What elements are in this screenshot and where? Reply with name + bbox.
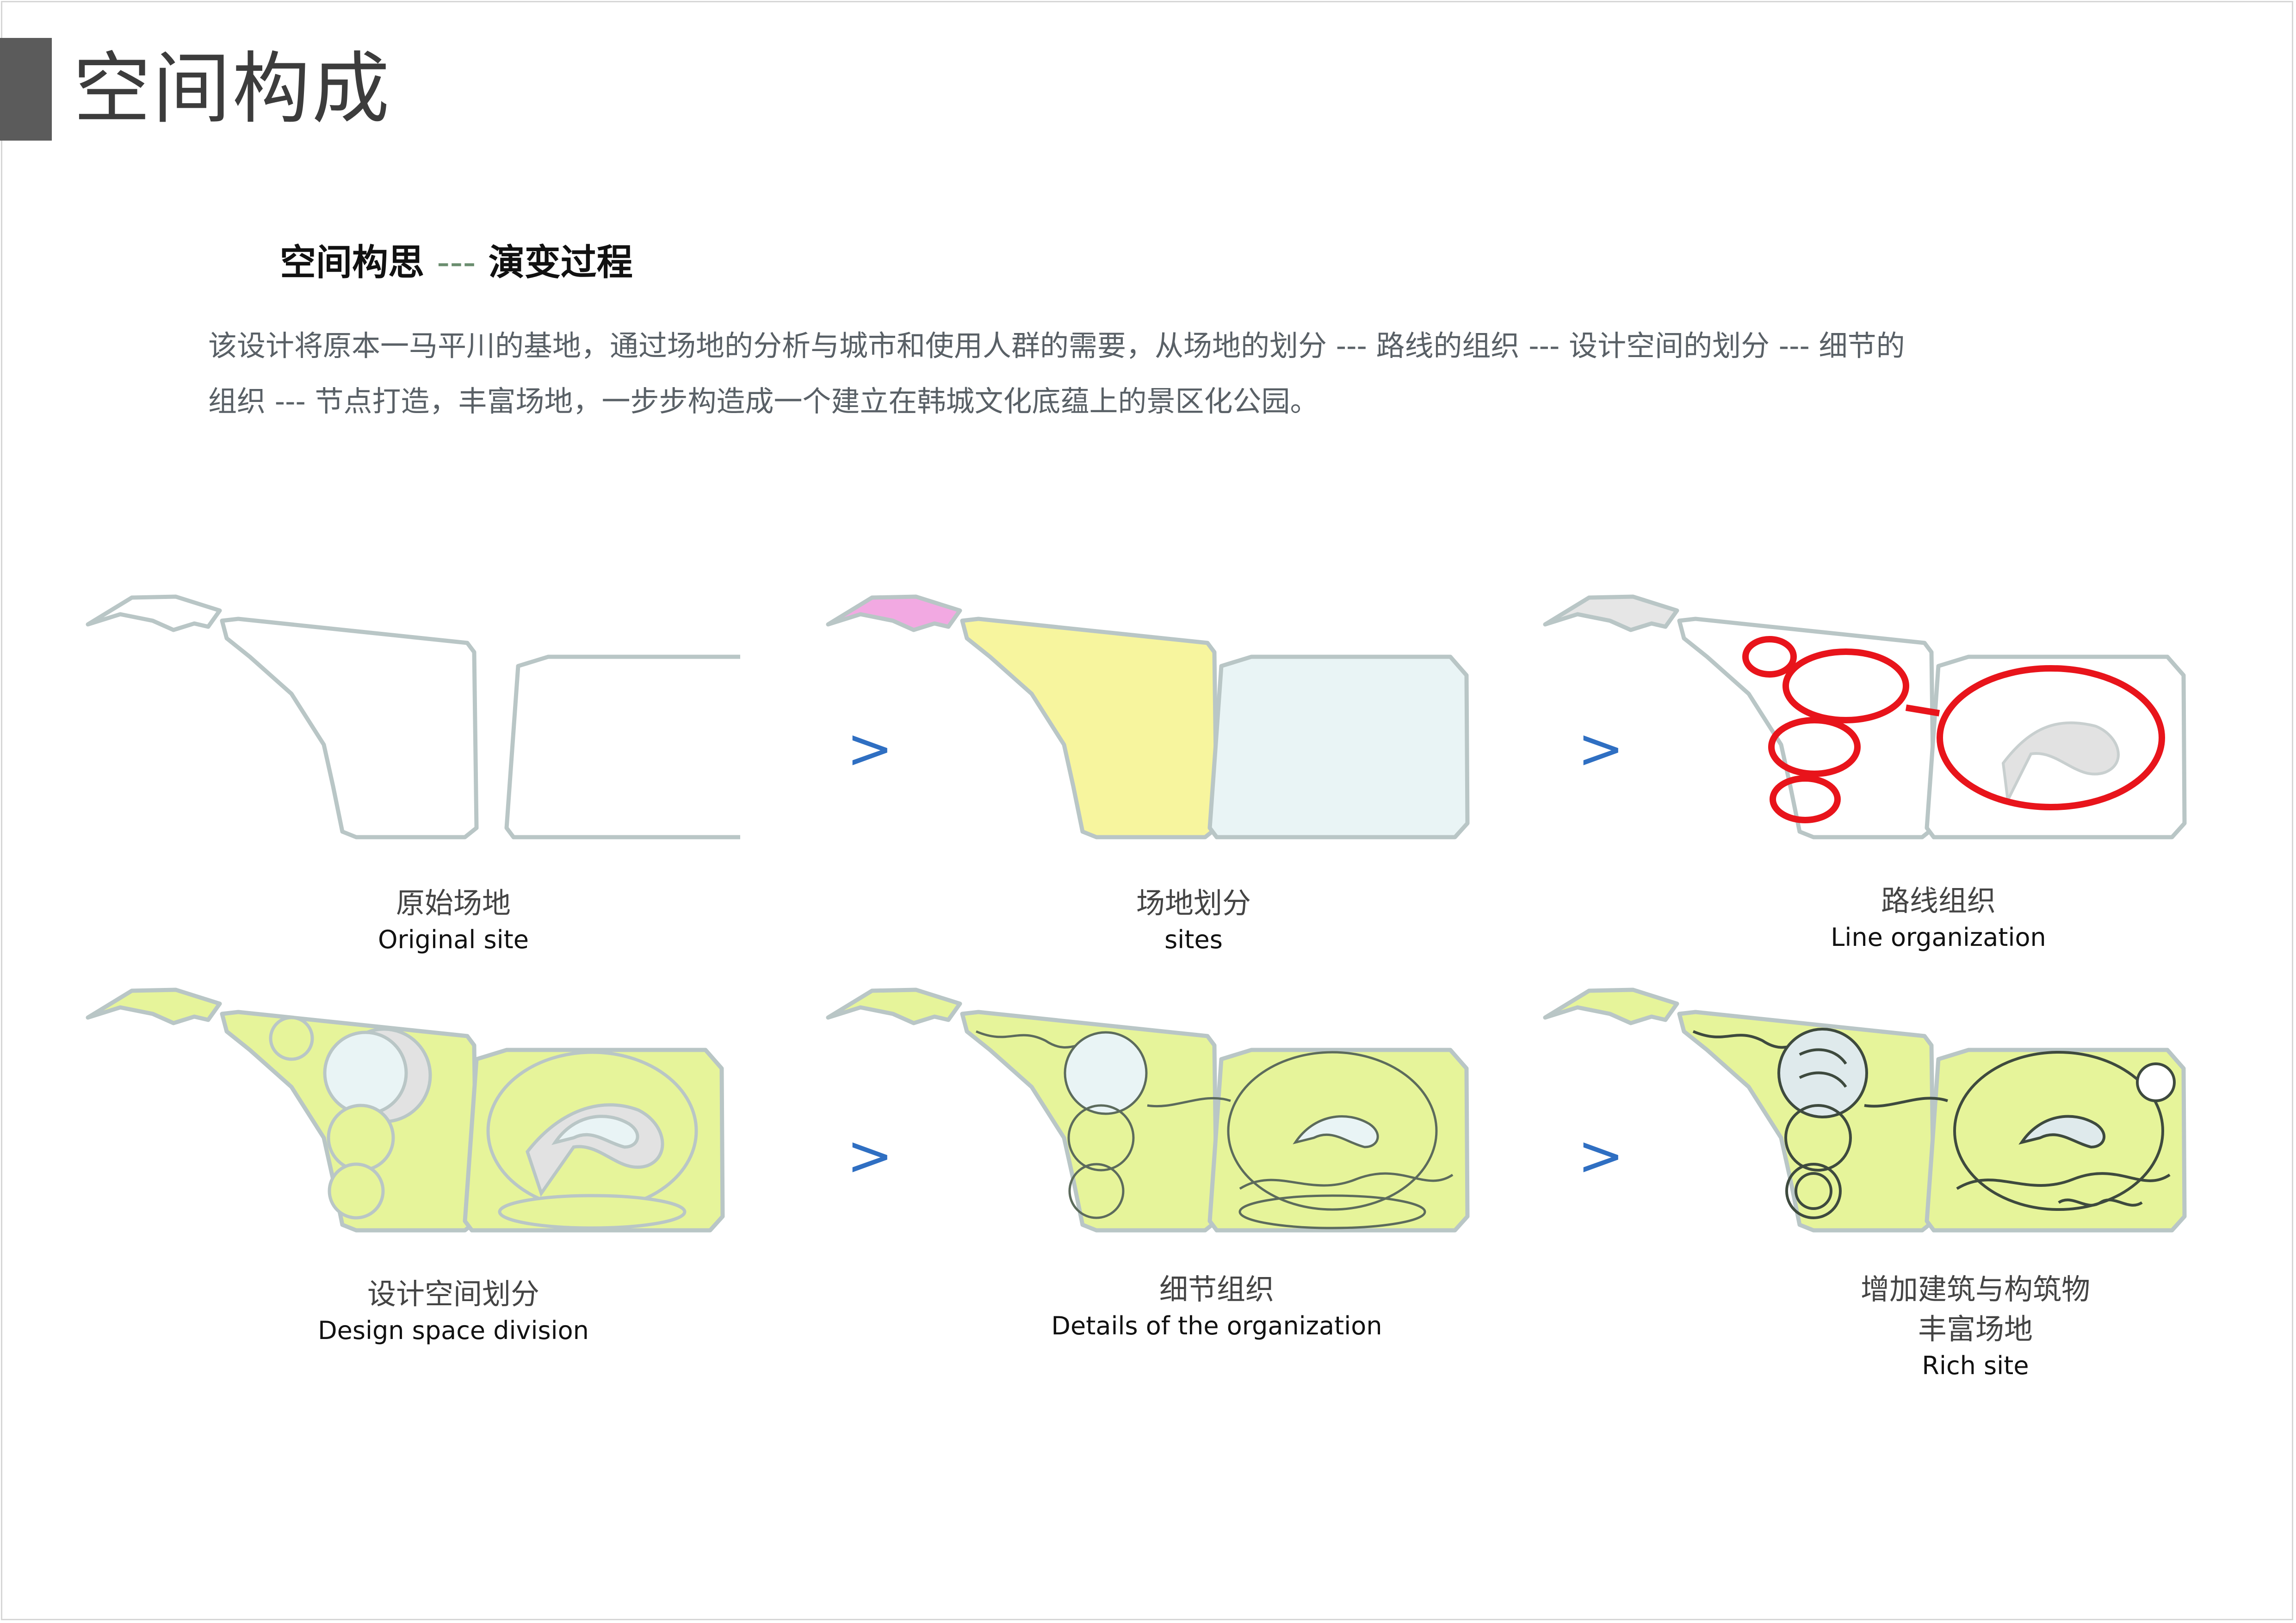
diagram-details-organization: [823, 981, 1480, 1240]
subheading-left: 空间构思: [280, 242, 425, 284]
arrow-4: >: [1578, 1124, 1624, 1188]
caption-line-organization: 路线组织 Line organization: [1786, 881, 2091, 954]
page-title: 空间构成: [73, 43, 391, 134]
title-accent-bar: [0, 38, 52, 141]
caption-en: Line organization: [1831, 923, 2046, 952]
subheading: 空间构思 --- 演变过程: [280, 240, 633, 286]
original-site-plan: [86, 594, 740, 839]
caption-zh: 场地划分: [1136, 886, 1251, 920]
caption-zh: 细节组织: [1159, 1272, 1274, 1306]
details-plan: [826, 987, 1470, 1233]
caption-rich-site: 增加建筑与构筑物 丰富场地 Rich site: [1790, 1270, 2160, 1382]
subheading-right: 演变过程: [488, 242, 633, 284]
arrow-1: >: [847, 717, 893, 781]
description: 该设计将原本一马平川的基地，通过场地的分析与城市和使用人群的需要，从场地的划分 …: [208, 318, 2105, 429]
caption-zh: 原始场地: [396, 886, 511, 920]
caption-original-site: 原始场地 Original site: [301, 883, 606, 957]
caption-en: Rich site: [1922, 1351, 2029, 1380]
line-organization-plan: [1543, 594, 2187, 839]
rich-site-plan: [1543, 987, 2187, 1233]
diagram-sites: [823, 587, 1480, 856]
diagram-line-organization: [1541, 587, 2197, 856]
subheading-separator: ---: [437, 242, 476, 284]
diagram-rich-site: [1541, 981, 2197, 1240]
caption-design-space-division: 设计空间划分 Design space division: [278, 1274, 629, 1347]
caption-en: Design space division: [318, 1316, 589, 1345]
sites-plan: [826, 594, 1470, 839]
arrow-2: >: [1578, 717, 1624, 781]
caption-zh-line-2: 丰富场地: [1918, 1312, 2033, 1346]
diagram-original-site: [83, 587, 740, 856]
caption-zh: 增加建筑与构筑物: [1860, 1272, 2090, 1306]
caption-zh: 路线组织: [1881, 884, 1996, 918]
description-line-1: 该设计将原本一马平川的基地，通过场地的分析与城市和使用人群的需要，从场地的划分 …: [208, 329, 1905, 363]
design-space-plan: [86, 987, 725, 1233]
caption-details-organization: 细节组织 Details of the organization: [999, 1270, 1434, 1343]
caption-en: Details of the organization: [1051, 1311, 1382, 1340]
description-line-2: 组织 --- 节点打造，丰富场地，一步步构造成一个建立在韩城文化底蕴上的景区化公…: [208, 384, 1319, 418]
caption-en: Original site: [378, 925, 529, 954]
diagram-design-space-division: [83, 981, 740, 1240]
arrow-3: >: [847, 1124, 893, 1188]
caption-sites: 场地划分 sites: [1041, 883, 1346, 957]
caption-en: sites: [1164, 925, 1223, 954]
caption-zh: 设计空间划分: [367, 1277, 539, 1311]
